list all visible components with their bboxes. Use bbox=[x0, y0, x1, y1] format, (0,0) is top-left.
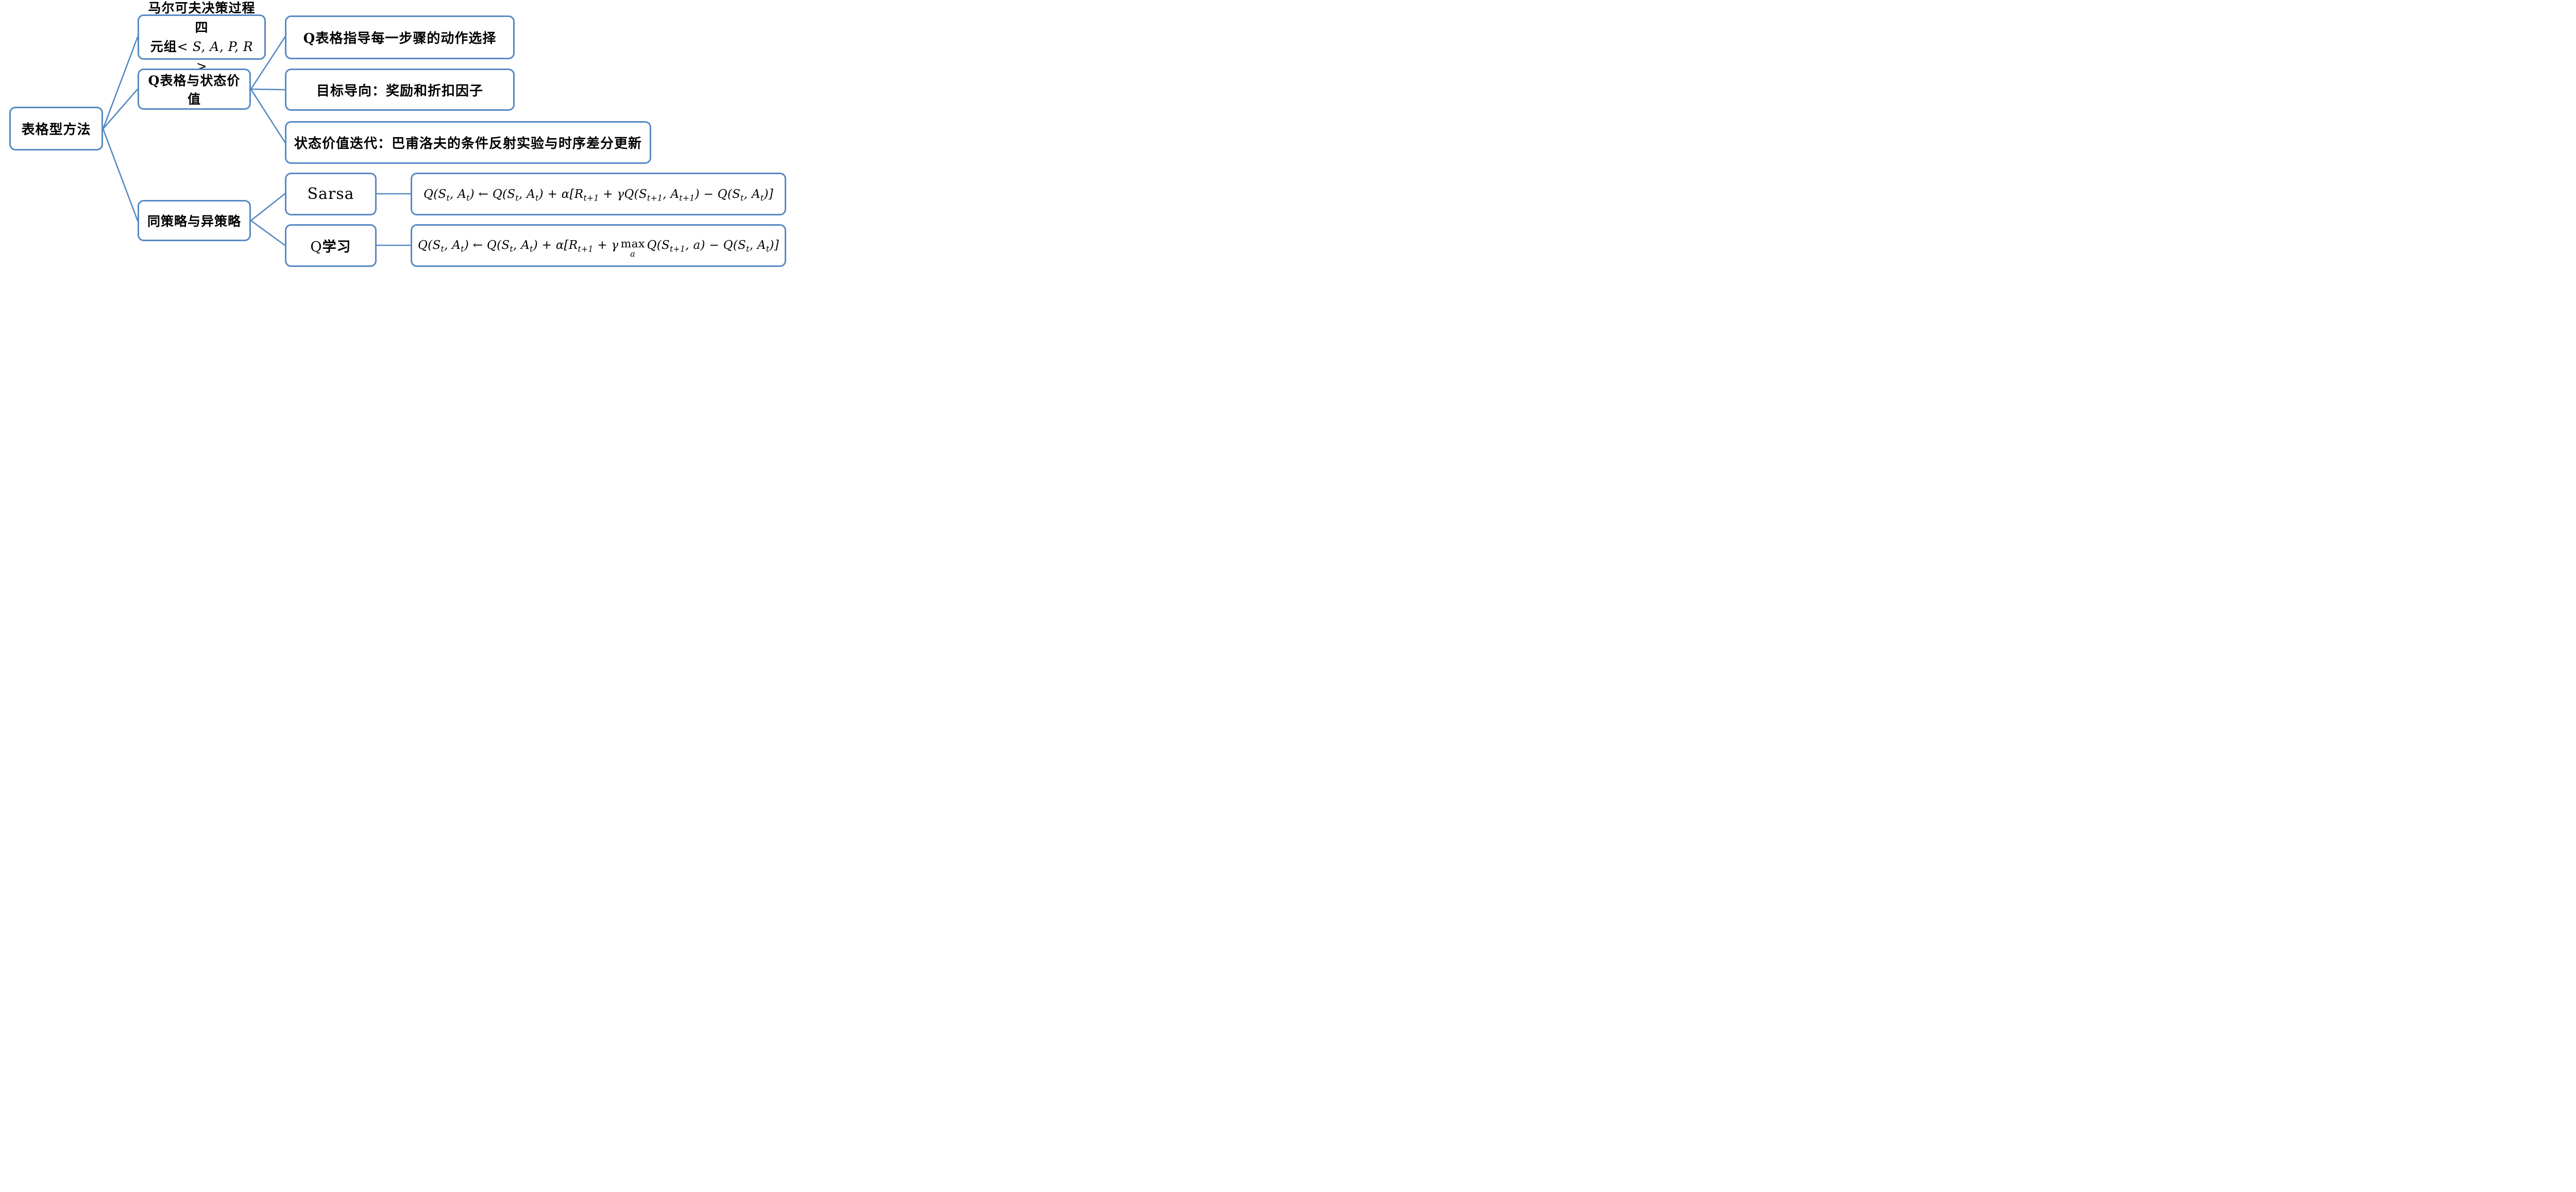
node-root: 表格型方法 bbox=[9, 107, 103, 150]
goal-oriented-label: 目标导向：奖励和折扣因子 bbox=[316, 83, 483, 99]
qlearning-formula-post: Q(St+1, a) − Q(St, At)] bbox=[647, 238, 779, 254]
connector-policy-sarsa bbox=[250, 193, 286, 222]
max-operator-subscript: a bbox=[630, 249, 636, 259]
state-value-iteration-label: 状态价值迭代：巴甫洛夫的条件反射实验与时序差分更新 bbox=[294, 136, 642, 152]
mindmap-canvas: 表格型方法 马尔可夫决策过程四 元组< S, A, P, R > Q表格与状态价… bbox=[0, 0, 805, 298]
sarsa-label: Sarsa bbox=[307, 185, 354, 203]
qtable-action-selection-label: Q表格指导每一步骤的动作选择 bbox=[303, 31, 497, 46]
qlearning-formula-pre: Q(St, At) ← Q(St, At) + α[Rt+1 + γ bbox=[418, 238, 619, 254]
node-qtable-state-value: Q表格与状态价值 bbox=[138, 69, 251, 110]
connector-lines bbox=[102, 36, 412, 246]
connector-qtable-child1 bbox=[250, 36, 286, 90]
node-state-value-iteration: 状态价值迭代：巴甫洛夫的条件反射实验与时序差分更新 bbox=[285, 121, 651, 164]
sarsa-formula-text: Q(St, At) ← Q(St, At) + α[Rt+1 + γQ(St+1… bbox=[423, 187, 774, 203]
node-goal-oriented: 目标导向：奖励和折扣因子 bbox=[285, 69, 515, 111]
qtable-state-value-label: Q表格与状态价值 bbox=[148, 73, 241, 107]
node-qlearning: Q学习 bbox=[285, 224, 377, 267]
connector-qtable-child2 bbox=[250, 88, 286, 91]
connector-policy-qlearning bbox=[250, 220, 286, 246]
node-qtable-action-selection: Q表格指导每一步骤的动作选择 bbox=[285, 15, 515, 59]
connector-root-policy bbox=[102, 128, 139, 222]
connector-qtable-child3 bbox=[250, 88, 286, 143]
node-on-off-policy: 同策略与异策略 bbox=[138, 200, 251, 241]
mdp-tuple-line2-prefix: 元组 bbox=[150, 39, 177, 54]
root-label: 表格型方法 bbox=[21, 122, 91, 138]
connector-root-mdp bbox=[102, 36, 139, 130]
mdp-tuple-label: 马尔可夫决策过程四 元组< S, A, P, R > bbox=[144, 0, 259, 76]
max-operator-word: max bbox=[620, 238, 645, 251]
connector-root-qtable bbox=[102, 88, 139, 130]
on-off-policy-label: 同策略与异策略 bbox=[147, 214, 241, 229]
qlearning-label-latin: Q bbox=[310, 239, 323, 255]
node-sarsa: Sarsa bbox=[285, 173, 377, 215]
mdp-tuple-line1: 马尔可夫决策过程四 bbox=[148, 1, 256, 35]
node-mdp-tuple: 马尔可夫决策过程四 元组< S, A, P, R > bbox=[138, 1, 266, 74]
node-sarsa-formula: Q(St, At) ← Q(St, At) + α[Rt+1 + γQ(St+1… bbox=[411, 173, 786, 215]
qlearning-label: Q学习 bbox=[310, 236, 351, 256]
qlearning-label-zh: 学习 bbox=[322, 239, 351, 255]
